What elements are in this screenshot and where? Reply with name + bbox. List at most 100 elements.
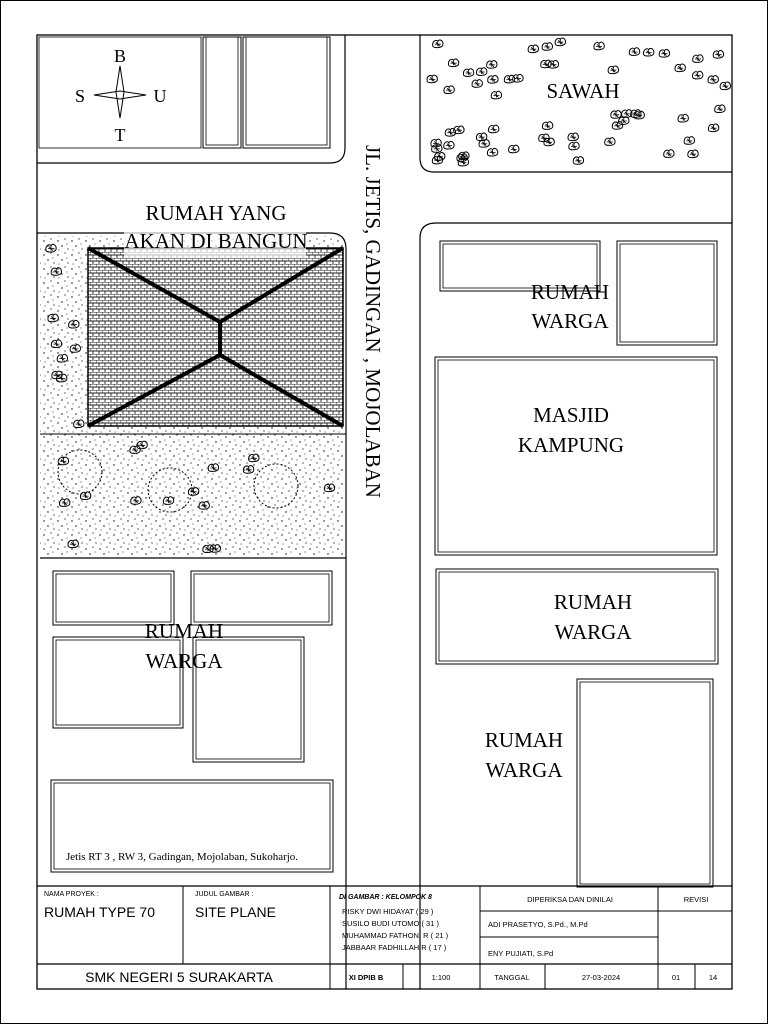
- house-bl-3: [52, 636, 184, 729]
- plant-icon: [432, 39, 444, 49]
- member-3: MUHAMMAD FATHONI R ( 21 ): [342, 931, 449, 940]
- plant-icon: [443, 85, 455, 94]
- plant-icon: [719, 81, 731, 91]
- house-bl-2: [190, 570, 333, 626]
- plant-icon: [658, 48, 671, 58]
- rumah-warga-2-label-2: WARGA: [532, 309, 610, 333]
- plant-icon: [677, 113, 689, 123]
- plant-icon: [593, 41, 605, 51]
- plant-icon: [687, 149, 699, 159]
- plant-icon: [486, 147, 499, 157]
- sawah-label: SAWAH: [547, 79, 620, 103]
- block-top-left-edge: [37, 35, 346, 164]
- member-1: RISKY DWI HIDAYAT ( 29 ): [342, 907, 434, 916]
- plant-icon: [426, 74, 438, 84]
- house-r-3: [435, 568, 719, 665]
- plant-icon: [541, 42, 553, 51]
- compass-plot: [38, 36, 202, 149]
- building-top-1: [202, 36, 242, 149]
- plant-icon: [692, 70, 704, 80]
- rumah-warga-4-label-2: WARGA: [486, 758, 564, 782]
- road-label: JL. JETIS, GADINGAN , MOJOLABAN: [361, 145, 385, 498]
- plant-icon: [554, 37, 566, 47]
- rumah-warga-1-label-2: WARGA: [146, 649, 224, 673]
- plant-icon: [486, 60, 498, 69]
- school-name: SMK NEGERI 5 SURAKARTA: [85, 969, 273, 985]
- revision-caption: REVISI: [684, 895, 709, 904]
- tree-1: [57, 449, 103, 495]
- new-house-label-1: RUMAH YANG: [146, 201, 287, 225]
- rumah-warga-2-label-1: RUMAH: [531, 280, 609, 304]
- plant-icon: [712, 49, 725, 59]
- plant-icon: [447, 58, 460, 68]
- plant-icon: [541, 121, 554, 130]
- tree-3: [253, 463, 299, 509]
- plant-icon: [508, 144, 520, 154]
- plant-icon: [611, 121, 624, 130]
- plant-icon: [643, 47, 655, 57]
- plant-icon: [488, 124, 500, 134]
- plant-icon: [618, 116, 630, 125]
- drawing-caption: JUDUL GAMBAR :: [195, 891, 254, 898]
- checker-1: ADI PRASETYO, S.Pd., M.Pd: [488, 920, 588, 929]
- compass-south: T: [115, 125, 126, 145]
- plant-icon: [487, 74, 499, 84]
- checked-caption: DIPERIKSA DAN DINILAI: [527, 895, 613, 904]
- plant-icon: [692, 54, 704, 63]
- plant-icon: [568, 141, 580, 151]
- new-house-label-2: AKAN DI BANGUN: [124, 229, 307, 253]
- date-value: 27-03-2024: [582, 973, 620, 982]
- drawn-by-caption: DI GAMBAR : KELOMPOK 8: [339, 894, 432, 901]
- plant-icon: [475, 132, 488, 142]
- plant-icon: [604, 137, 616, 146]
- plant-icon: [471, 79, 483, 88]
- plant-icon: [610, 110, 622, 119]
- house-bl-1: [52, 570, 175, 626]
- member-4: JABBAAR FADHILLAH R ( 17 ): [342, 943, 447, 952]
- house-r-4: [576, 678, 714, 888]
- class-value: XI DPIB B: [349, 973, 384, 982]
- plant-icon: [683, 136, 695, 145]
- compass-north: B: [114, 46, 126, 66]
- drawing-value: SITE PLANE: [195, 904, 276, 920]
- plant-icon: [567, 132, 579, 142]
- plant-icon: [714, 104, 726, 113]
- rumah-warga-4-label-1: RUMAH: [485, 728, 563, 752]
- scale-value: 1:100: [432, 973, 451, 982]
- building-top-2: [242, 36, 331, 149]
- masjid-label-1: MASJID: [533, 403, 609, 427]
- compass-east: U: [154, 86, 167, 106]
- plant-icon: [707, 75, 719, 84]
- plant-icon: [476, 67, 488, 76]
- plant-icon: [572, 156, 585, 165]
- house-bl-5: [50, 779, 334, 873]
- plant-icon: [607, 65, 619, 75]
- plant-icon: [663, 149, 675, 158]
- sawah-boundary: [419, 35, 732, 173]
- block-right-edge: [419, 222, 732, 989]
- drawing-frame: [36, 34, 733, 990]
- sheet-total: 14: [709, 973, 717, 982]
- rumah-warga-1-label-1: RUMAH: [145, 619, 223, 643]
- masjid-building: [434, 356, 718, 556]
- tree-2: [147, 467, 193, 513]
- member-2: SUSILO BUDI UTOMO ( 31 ): [342, 919, 439, 928]
- date-caption: TANGGAL: [494, 973, 529, 982]
- plant-icon: [628, 47, 641, 56]
- checker-2: ENY PUJIATI, S.Pd: [488, 949, 553, 958]
- masjid-label-2: KAMPUNG: [518, 433, 624, 457]
- plant-icon: [527, 44, 539, 54]
- project-caption: NAMA PROYEK :: [44, 891, 99, 898]
- plant-icon: [707, 123, 720, 133]
- compass-rose: [93, 65, 147, 119]
- house-bl-4: [192, 636, 305, 763]
- project-value: RUMAH TYPE 70: [44, 904, 155, 920]
- address-label: Jetis RT 3 , RW 3, Gadingan, Mojolaban, …: [66, 851, 298, 863]
- planned-house-roof: [87, 246, 345, 428]
- plant-icon: [674, 63, 686, 73]
- plant-icon: [490, 90, 503, 100]
- house-r-2: [616, 240, 718, 346]
- rumah-warga-3-label-1: RUMAH: [554, 590, 632, 614]
